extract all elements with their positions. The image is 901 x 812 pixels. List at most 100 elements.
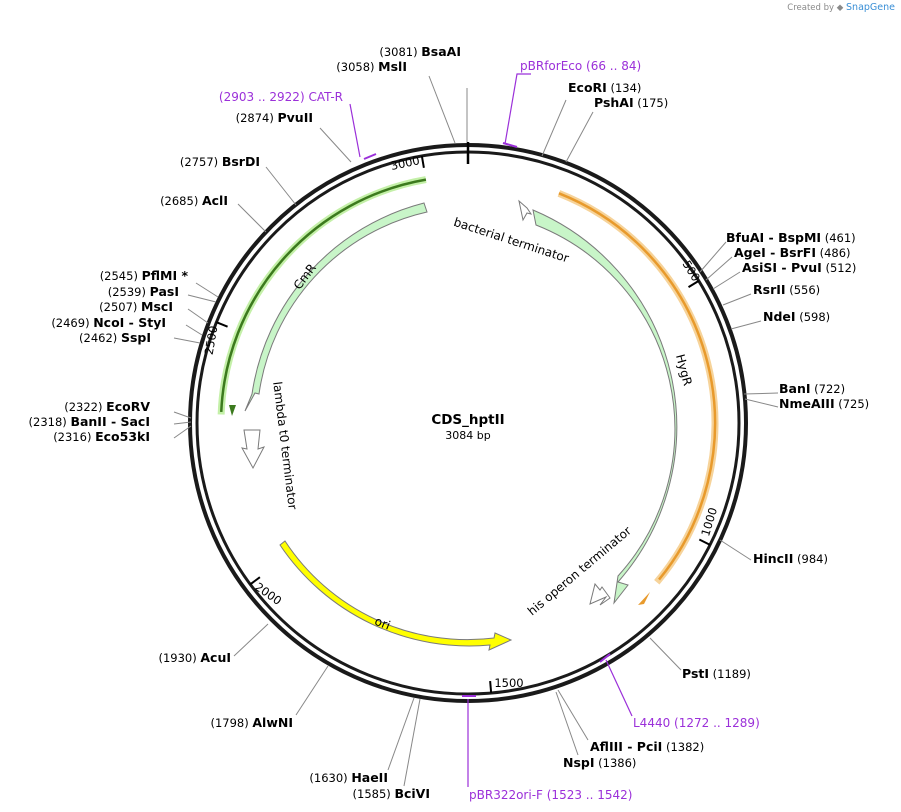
tick-label-1500: 1500: [494, 676, 523, 690]
site-label: (2462) SspI: [79, 330, 151, 345]
site-pshai: PshAI (175): [565, 95, 668, 163]
site-asisi: AsiSI - PvuI (512): [712, 260, 856, 290]
feature-label-lambda-t0-terminator: lambda t0 terminator: [270, 381, 300, 511]
site-leader-line: [744, 398, 779, 408]
site-acui: (1930) AcuI: [158, 623, 269, 665]
credit-brand: SnapGene: [846, 2, 895, 13]
site-leader-line: [719, 539, 752, 561]
hygr-orf-arrowhead: [638, 592, 650, 605]
feature-hygr: [532, 209, 678, 605]
primer-l4440: L4440 (1272 .. 1289): [599, 653, 760, 730]
orfs: [217, 176, 719, 605]
primer-label: (2903 .. 2922) CAT-R: [219, 90, 343, 104]
site-leader-line: [173, 337, 201, 344]
site-nspi: NspI (1386): [555, 691, 636, 770]
site-label: NdeI (598): [763, 309, 830, 324]
site-leader-line: [403, 698, 421, 787]
feature-label-his-operon-terminator: his operon terminator: [525, 524, 634, 619]
primer-label: pBR322ori-F (1523 .. 1542): [469, 788, 632, 802]
site-leader-line: [237, 203, 267, 233]
snapgene-credit: Created by ◆ SnapGene: [787, 2, 895, 13]
primer-cat-r: (2903 .. 2922) CAT-R: [219, 90, 377, 160]
primer-bind-mark: [502, 142, 518, 148]
tick-mark-500: [687, 280, 700, 289]
credit-prefix: Created by: [787, 3, 835, 13]
site-leader-line: [428, 75, 456, 144]
site-afliii: AflIII - PciI (1382): [557, 689, 704, 754]
primer-label: pBRforEco (66 .. 84): [520, 59, 641, 73]
cmr-orf-arrowhead: [229, 405, 236, 416]
site-label: (2874) PvuII: [236, 110, 313, 125]
hygr-orf-arc: [558, 192, 717, 581]
site-leader-line: [712, 271, 741, 290]
site-alwni: (1798) AlwNI: [210, 665, 329, 730]
site-label: (3081) BsaAI: [379, 44, 461, 59]
primer-pbr322ori-f: pBR322ori-F (1523 .. 1542): [462, 695, 632, 802]
feature-bacterial-terminator: [518, 199, 533, 222]
site-eco53ki: (2316) Eco53kI: [53, 425, 192, 444]
site-label: (1630) HaeII: [309, 770, 388, 785]
tick-mark-1000: [698, 538, 711, 546]
tick-mark-2500: [216, 321, 228, 328]
site-leader-line: [722, 293, 752, 306]
site-leader-line: [187, 294, 217, 303]
site-label: (2757) BsrDI: [180, 154, 260, 169]
tick-mark-2000: [249, 576, 261, 586]
site-label: (1930) AcuI: [158, 650, 231, 665]
primer-leader-line: [504, 73, 531, 145]
primer-bind-mark: [363, 153, 377, 160]
site-leader-line: [649, 637, 682, 671]
site-psti: PstI (1189): [649, 637, 751, 681]
site-label: (1798) AlwNI: [210, 715, 293, 730]
feature-label-hygr: HygR: [673, 353, 695, 388]
primer-leader-line: [605, 659, 633, 717]
site-bfuai: BfuAI - BspMI (461): [699, 230, 856, 273]
feature-cmr: [244, 202, 428, 412]
site-pasi: (2539) PasI: [108, 284, 217, 303]
site-msci: (2507) MscI: [99, 299, 209, 324]
tick-label-3000: 3000: [389, 153, 421, 173]
site-leader-line: [387, 697, 415, 771]
tick-mark-3000: [420, 155, 425, 168]
site-ecori: EcoRI (134): [541, 80, 641, 157]
site-leader-line: [265, 166, 297, 206]
site-leader-line: [295, 665, 329, 716]
site-label: (2318) BanII - SacI: [29, 414, 150, 429]
site-nmeaiii: NmeAIII (725): [744, 396, 869, 411]
site-pvuii: (2874) PvuII: [236, 110, 352, 163]
primer-bind-mark: [599, 653, 611, 663]
site-label: (2685) AclI: [160, 193, 228, 208]
site-label: (2322) EcoRV: [64, 399, 150, 414]
site-label: HincII (984): [753, 551, 828, 566]
site-label: EcoRI (134): [568, 80, 641, 95]
site-pflmi: (2545) PflMI *: [100, 268, 219, 298]
site-label: BfuAI - BspMI (461): [726, 230, 856, 245]
snapgene-logo-icon: ◆: [836, 3, 844, 13]
site-leader-line: [319, 127, 352, 163]
site-leader-line: [705, 256, 733, 281]
site-leader-line: [195, 282, 219, 298]
site-ndei: NdeI (598): [730, 309, 830, 330]
site-label: NspI (1386): [563, 755, 636, 770]
site-bcivi: (1585) BciVI: [353, 698, 430, 801]
site-leader-line: [173, 425, 192, 439]
site-label: PstI (1189): [682, 666, 751, 681]
site-label: (2507) MscI: [99, 299, 173, 314]
feature-lambda-t0-terminator: [241, 429, 266, 470]
site-leader-line: [233, 623, 269, 657]
site-leader-line: [185, 324, 203, 336]
site-leader-line: [743, 392, 779, 395]
site-rsrii: RsrII (556): [722, 282, 820, 306]
tick-label-2500: 2500: [202, 325, 221, 356]
site-ecorv: (2322) EcoRV: [64, 399, 192, 419]
cmr-orf-arc: [219, 178, 427, 412]
site-sspi: (2462) SspI: [79, 330, 201, 345]
site-leader-line: [557, 689, 589, 741]
site-leader-line: [541, 99, 567, 157]
site-banii: (2318) BanII - SacI: [29, 414, 192, 429]
site-leader-line: [699, 241, 727, 273]
hygr-orf-glow: [557, 190, 719, 585]
site-leader-line: [555, 691, 579, 756]
site-leader-line: [565, 111, 594, 163]
feature-ori: [279, 540, 513, 651]
